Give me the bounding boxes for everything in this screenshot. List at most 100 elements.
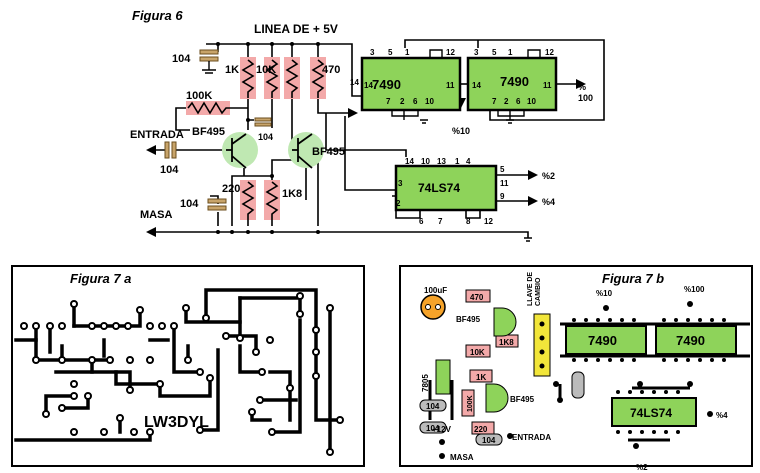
cap-104-a: 104 bbox=[426, 402, 440, 411]
svg-text:3: 3 bbox=[370, 48, 375, 57]
out-pct100-a: % bbox=[578, 82, 586, 92]
selector-switch: LLAVE DE CAMBIO bbox=[527, 272, 551, 377]
svg-text:BF495: BF495 bbox=[456, 315, 481, 324]
layout-transistors: BF495 BF495 bbox=[456, 307, 535, 413]
svg-text:11: 11 bbox=[446, 81, 455, 90]
svg-text:7: 7 bbox=[492, 97, 497, 106]
svg-text:11: 11 bbox=[543, 81, 552, 90]
svg-text:1K: 1K bbox=[476, 373, 486, 382]
svg-text:CAMBIO: CAMBIO bbox=[535, 277, 542, 306]
figure-6-title: Figura 6 bbox=[132, 8, 183, 23]
svg-text:12: 12 bbox=[545, 48, 554, 57]
svg-text:10: 10 bbox=[527, 97, 536, 106]
cap-top-label: 104 bbox=[172, 53, 191, 65]
layout-resistors: 470 10K 1K8 1K 100K 220 bbox=[461, 289, 519, 435]
cap-bot-label: 104 bbox=[180, 198, 199, 210]
ic-7490-b: 7490 bbox=[466, 56, 558, 112]
r-10k-label: 10K bbox=[256, 64, 276, 76]
junctions bbox=[216, 42, 320, 234]
capacitors bbox=[164, 49, 272, 211]
svg-text:220: 220 bbox=[474, 425, 488, 434]
svg-text:14: 14 bbox=[364, 81, 373, 90]
regulator-7805: 7805 bbox=[421, 359, 451, 395]
svg-text:12: 12 bbox=[446, 48, 455, 57]
r-470-label: 470 bbox=[322, 64, 340, 76]
pct2-label: %2 bbox=[636, 463, 648, 472]
svg-text:1: 1 bbox=[405, 48, 410, 57]
capacitor-100uf: 100uF bbox=[420, 286, 447, 320]
svg-text:1: 1 bbox=[455, 157, 460, 166]
svg-text:8: 8 bbox=[466, 217, 471, 226]
svg-text:1: 1 bbox=[508, 48, 513, 57]
svg-text:74LS74: 74LS74 bbox=[630, 406, 672, 420]
layout-ic-7490-b: 7490 bbox=[655, 325, 737, 355]
svg-text:5: 5 bbox=[388, 48, 393, 57]
figure-7b-frame bbox=[399, 265, 753, 467]
svg-text:100uF: 100uF bbox=[424, 286, 447, 295]
ic-7490-a: 7490 bbox=[360, 56, 462, 112]
cap-in-label: 104 bbox=[160, 164, 179, 176]
pin14-label: 14 bbox=[350, 78, 359, 87]
svg-text:3: 3 bbox=[474, 48, 479, 57]
svg-text:7490: 7490 bbox=[500, 74, 529, 89]
layout-ic-7490-a: 7490 bbox=[565, 325, 647, 355]
cap-ground bbox=[202, 61, 216, 74]
r-1k-label: 1K bbox=[225, 64, 239, 76]
svg-text:13: 13 bbox=[437, 157, 446, 166]
pct4-label: %4 bbox=[716, 411, 728, 420]
cap-104-c: 104 bbox=[482, 436, 496, 445]
svg-text:2: 2 bbox=[504, 97, 509, 106]
rail-label: LINEA DE + 5V bbox=[254, 22, 338, 36]
pin-loops bbox=[391, 49, 541, 242]
svg-text:74LS74: 74LS74 bbox=[418, 181, 460, 195]
svg-text:10: 10 bbox=[425, 97, 434, 106]
svg-text:9: 9 bbox=[500, 192, 505, 201]
figure-7a-title: Figura 7 a bbox=[70, 271, 131, 286]
svg-text:10K: 10K bbox=[470, 348, 485, 357]
svg-text:6: 6 bbox=[516, 97, 521, 106]
svg-text:100K: 100K bbox=[467, 395, 474, 412]
entrada-label: ENTRADA bbox=[130, 129, 184, 141]
svg-text:7805: 7805 bbox=[421, 374, 430, 392]
cap-104-b: 104 bbox=[426, 424, 440, 433]
out-pct100-b: 100 bbox=[578, 93, 593, 103]
entrada-label-7b: ENTRADA bbox=[512, 433, 551, 442]
pin-numbers: 3 5 1 12 14 11 7 2 6 10 3 5 1 12 14 11 7… bbox=[364, 48, 554, 226]
pct100-label: %100 bbox=[684, 285, 705, 294]
svg-text:11: 11 bbox=[500, 179, 509, 188]
layout-caps bbox=[419, 371, 585, 446]
svg-text:6: 6 bbox=[419, 217, 424, 226]
svg-text:7490: 7490 bbox=[588, 333, 617, 348]
svg-text:14: 14 bbox=[472, 81, 481, 90]
r-1k8-label: 1K8 bbox=[282, 188, 302, 200]
svg-text:7490: 7490 bbox=[372, 77, 401, 92]
out-pct4: %4 bbox=[542, 197, 555, 207]
layout-ic-74ls74: 74LS74 bbox=[611, 397, 697, 427]
transistors bbox=[222, 132, 324, 169]
ic-74ls74: 74LS74 bbox=[394, 164, 498, 212]
svg-text:7: 7 bbox=[438, 217, 443, 226]
masa-label-7b: MASA bbox=[450, 453, 474, 462]
svg-text:4: 4 bbox=[466, 157, 471, 166]
out-pct10: %10 bbox=[452, 126, 470, 136]
plus12-label: +12V bbox=[432, 425, 452, 434]
svg-text:470: 470 bbox=[470, 293, 484, 302]
svg-text:10: 10 bbox=[421, 157, 430, 166]
wires bbox=[150, 39, 605, 238]
svg-text:14: 14 bbox=[405, 157, 414, 166]
masa-label: MASA bbox=[140, 209, 172, 221]
svg-text:7: 7 bbox=[386, 97, 391, 106]
svg-text:2: 2 bbox=[400, 97, 405, 106]
svg-text:7490: 7490 bbox=[676, 333, 705, 348]
solder-pads bbox=[20, 292, 344, 456]
r-100k-label: 100K bbox=[186, 90, 212, 102]
cap-mid-label: 104 bbox=[258, 132, 273, 142]
svg-text:12: 12 bbox=[484, 217, 493, 226]
pcb-callsign: LW3DYL bbox=[144, 414, 209, 431]
svg-text:1K8: 1K8 bbox=[499, 338, 514, 347]
q2-label: BF495 bbox=[312, 146, 345, 158]
svg-text:5: 5 bbox=[492, 48, 497, 57]
